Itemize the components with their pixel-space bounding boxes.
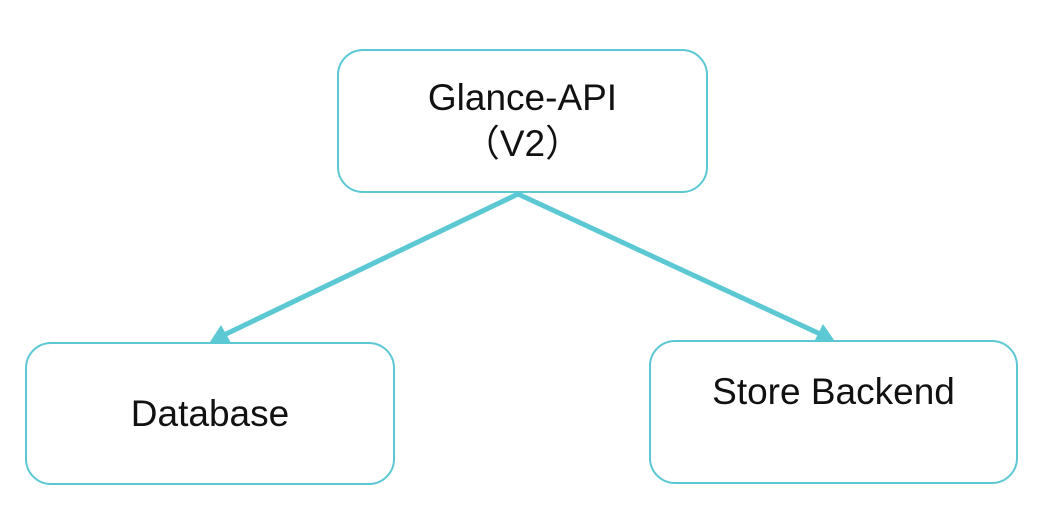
edge-glance-to-store-backend bbox=[515, 191, 821, 336]
glance-api-version-label: （V2） bbox=[462, 123, 583, 164]
edge-glance-to-database bbox=[223, 191, 521, 337]
store-backend-node: Store Backend bbox=[649, 340, 1018, 484]
glance-api-node: Glance-API （V2） bbox=[337, 49, 708, 193]
arrowhead-database bbox=[210, 325, 231, 343]
glance-api-label: Glance-API bbox=[427, 76, 618, 118]
database-label: Database bbox=[130, 393, 290, 435]
database-node: Database bbox=[25, 342, 395, 485]
arrowhead-store-backend bbox=[814, 324, 834, 342]
store-backend-label: Store Backend bbox=[712, 371, 955, 412]
